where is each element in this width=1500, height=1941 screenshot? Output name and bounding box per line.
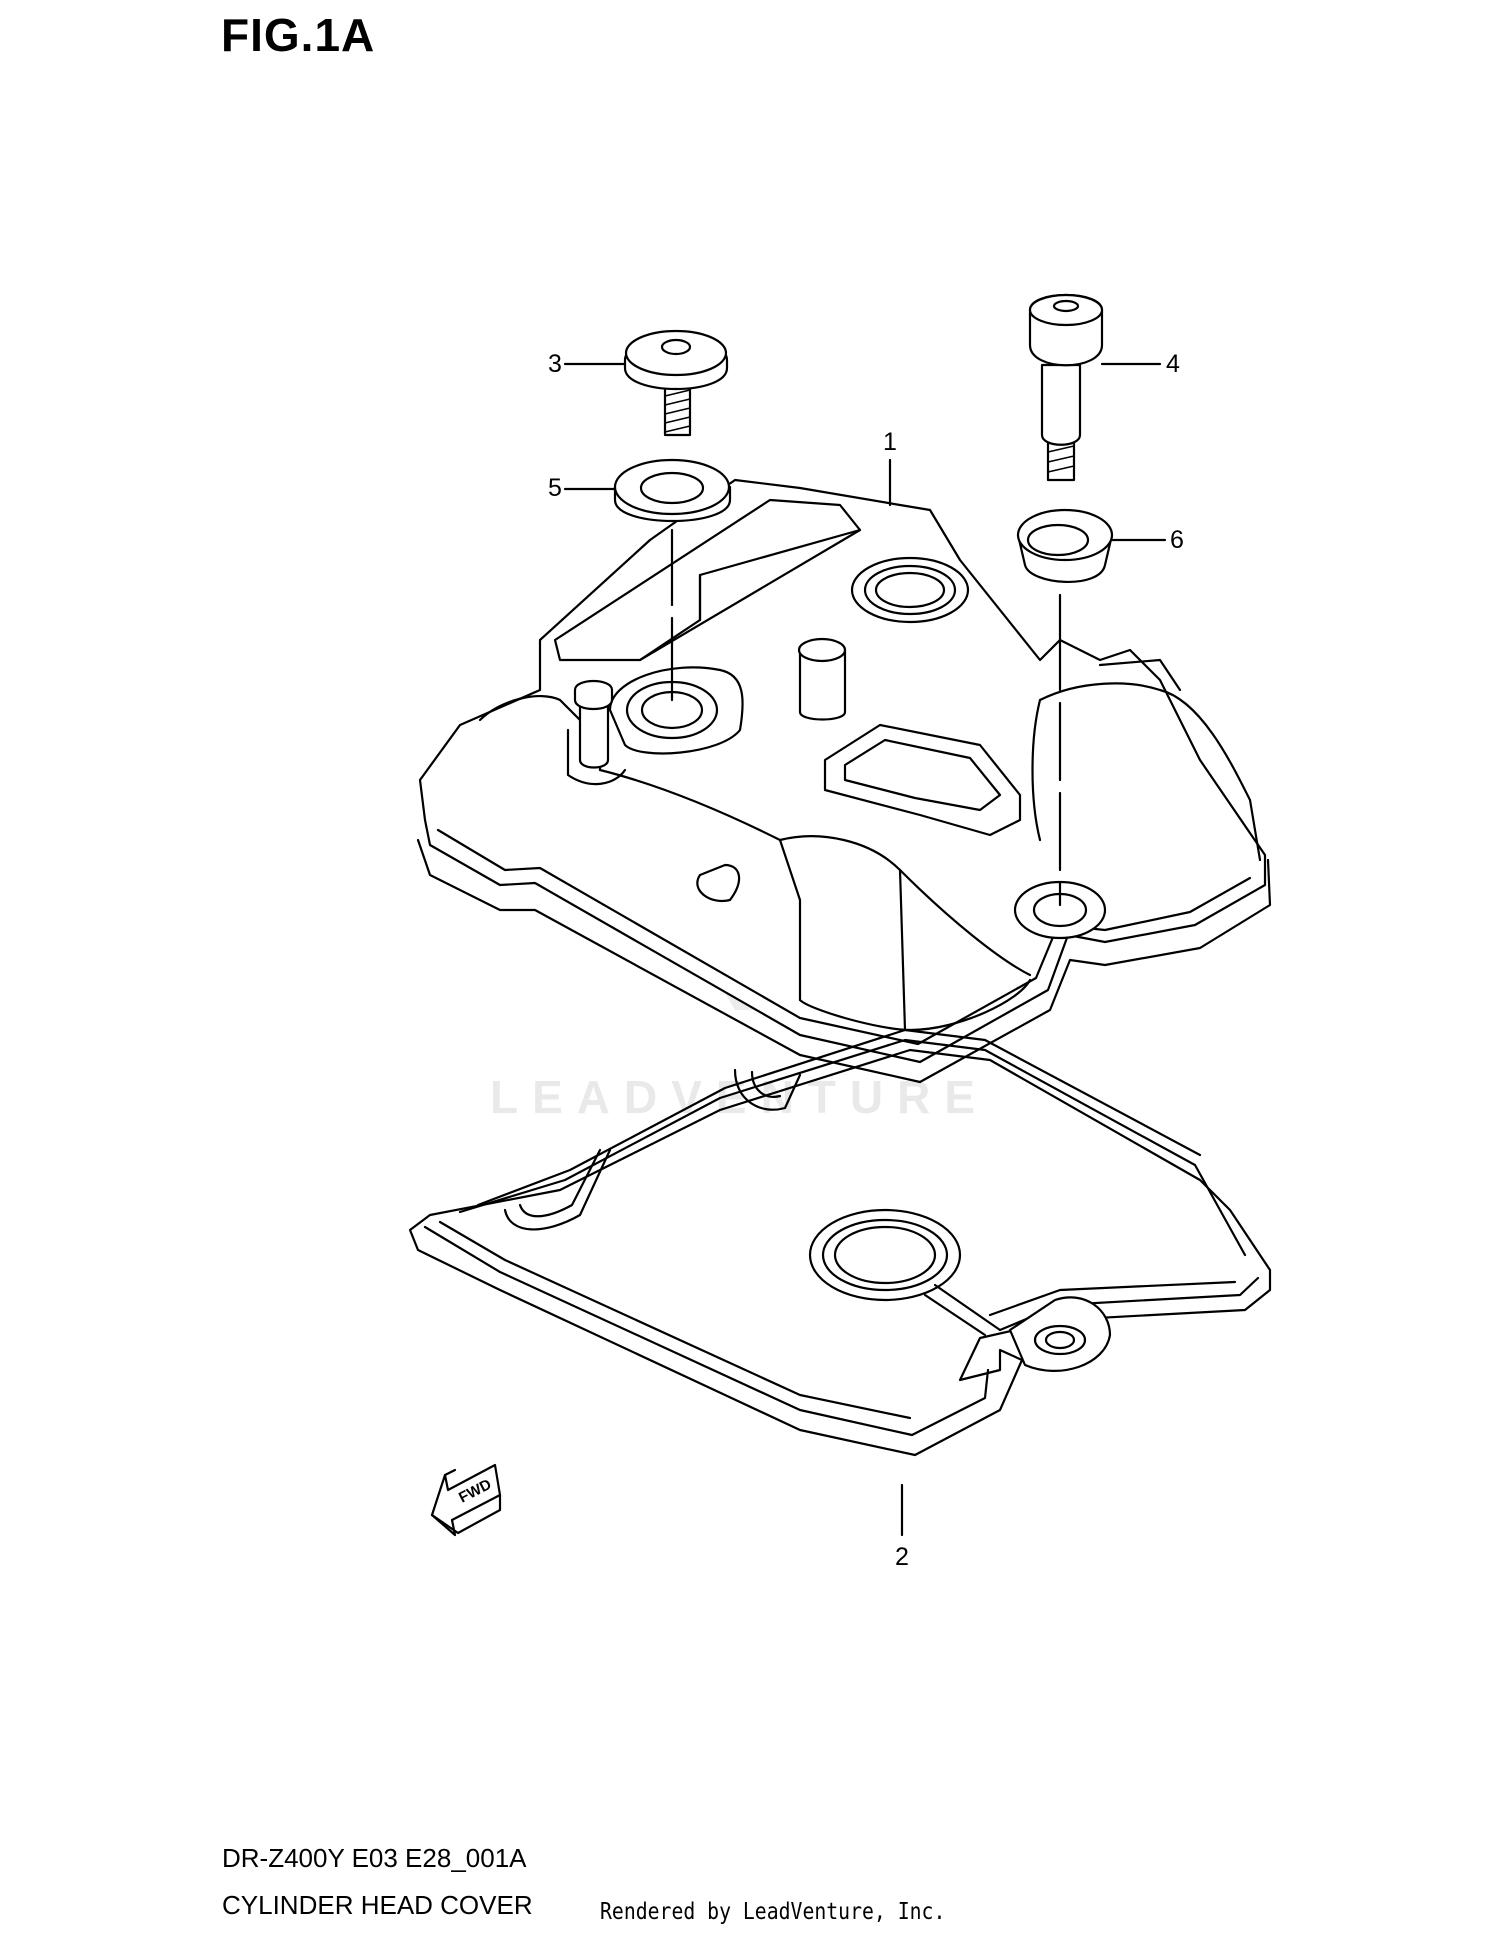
callout-2: 2 (895, 1543, 909, 1571)
callout-6: 6 (1170, 526, 1184, 554)
diagram-code: DR-Z400Y E03 E28_001A (222, 1843, 527, 1873)
callout-1: 1 (883, 428, 897, 456)
figure-title: FIG.1A (221, 9, 376, 61)
diagram-name: CYLINDER HEAD COVER (222, 1890, 533, 1920)
leadventure-watermark: LEADVENTURE (490, 1070, 989, 1124)
assembly-lines (670, 528, 1062, 907)
short-bolt-part (623, 329, 729, 437)
callout-3: 3 (548, 350, 562, 378)
head-cover-gasket-part (408, 1028, 1272, 1457)
watermark-text: LEADVENTURE (490, 1071, 990, 1123)
callout-leaders (563, 362, 1167, 1537)
grommet-part (1016, 508, 1114, 584)
long-bolt-part (1028, 293, 1104, 482)
washer-part (613, 458, 732, 523)
callout-5: 5 (548, 474, 562, 502)
callout-4: 4 (1166, 350, 1180, 378)
render-credit: Rendered by LeadVenture, Inc. (600, 1899, 946, 1925)
cylinder-head-cover-part (416, 478, 1272, 1084)
fwd-arrow-icon: FWD (430, 1463, 502, 1537)
